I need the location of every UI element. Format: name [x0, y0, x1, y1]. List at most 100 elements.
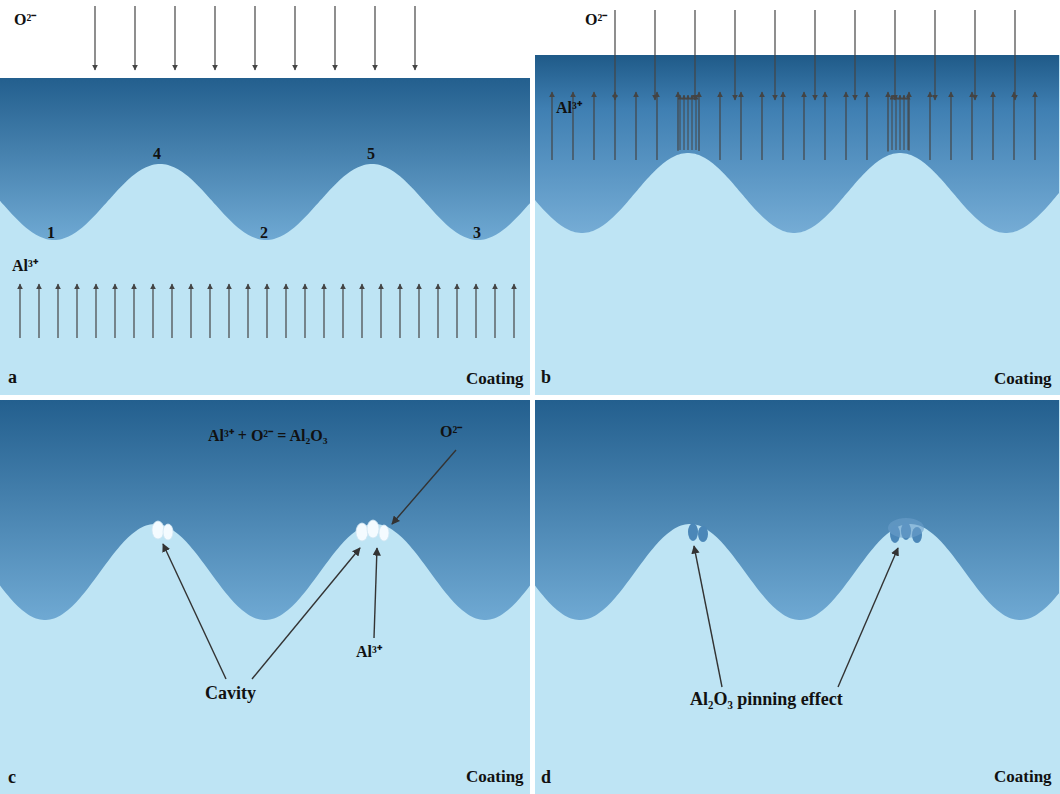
diffusion-arrow — [190, 284, 191, 338]
diffusion-arrow — [323, 284, 324, 338]
callout-number: 3 — [473, 225, 481, 241]
annotation: Cavity — [205, 684, 256, 702]
diffusion-arrow — [824, 92, 825, 160]
alumina-pin — [688, 523, 698, 541]
diffusion-arrow — [57, 284, 58, 338]
panel-letter: c — [8, 768, 16, 786]
diffusion-arrow — [294, 6, 295, 70]
diffusion-arrow — [551, 92, 552, 160]
diffusion-arrow — [696, 95, 697, 150]
diffusion-arrow — [214, 6, 215, 70]
diffusion-arrow — [285, 284, 286, 338]
oxide-layer — [0, 78, 530, 240]
diffusion-arrow — [209, 284, 210, 338]
layer-label: Coating — [466, 768, 524, 785]
diffusion-arrow — [94, 6, 95, 70]
diffusion-arrow — [929, 92, 930, 160]
diffusion-arrow — [814, 10, 815, 100]
diffusion-arrow — [677, 92, 678, 151]
diffusion-arrow — [887, 92, 888, 152]
coating-ground — [535, 55, 1060, 395]
diffusion-arrow — [734, 10, 735, 100]
callout-number: 1 — [47, 225, 55, 241]
diffusion-arrow — [656, 92, 657, 160]
diffusion-arrow — [228, 284, 229, 338]
diffusion-arrow — [334, 6, 335, 70]
diffusion-arrow — [247, 284, 248, 338]
diffusion-arrow — [114, 284, 115, 338]
alumina-pin — [888, 518, 924, 538]
diffusion-arrow — [380, 284, 381, 338]
oxide-layer — [0, 400, 530, 620]
cavity — [163, 524, 173, 540]
diffusion-arrow — [688, 95, 689, 150]
diffusion-arrow — [134, 6, 135, 70]
diffusion-arrow — [494, 284, 495, 338]
diffusion-arrow — [304, 284, 305, 338]
diffusion-arrow — [854, 10, 855, 100]
diffusion-arrow — [992, 92, 993, 160]
diffusion-arrow — [76, 284, 77, 338]
cavity — [379, 525, 389, 541]
diffusion-arrow — [684, 95, 685, 150]
diffusion-arrow — [342, 284, 343, 338]
diffusion-arrow — [593, 92, 594, 160]
diffusion-arrow — [635, 92, 636, 160]
diffusion-arrow — [1013, 92, 1014, 160]
diffusion-arrow — [866, 92, 867, 160]
layer-label: Coating — [994, 370, 1052, 387]
ion-label: Al³⁺ — [556, 100, 582, 116]
cavity — [356, 523, 368, 541]
diffusion-arrow — [174, 6, 175, 70]
diffusion-arrow — [252, 548, 360, 679]
ion-label: Al³⁺ — [356, 644, 382, 660]
coating-ground — [0, 78, 530, 395]
diffusion-arrow — [614, 10, 615, 100]
diffusion-arrow — [774, 10, 775, 100]
ion-label: O²⁻ — [440, 424, 462, 440]
coating-ground — [535, 400, 1060, 794]
diffusion-arrow — [1034, 92, 1035, 160]
diffusion-arrow — [19, 284, 20, 338]
diffusion-arrow — [694, 546, 722, 687]
diffusion-arrow — [414, 6, 415, 70]
diffusion-arrow — [904, 95, 905, 150]
cavity — [367, 520, 379, 538]
callout-number: 5 — [367, 146, 375, 162]
callout-number: 4 — [153, 146, 161, 162]
diffusion-arrow — [171, 284, 172, 338]
diffusion-arrow — [740, 92, 741, 160]
diffusion-arrow — [900, 95, 901, 150]
diffusion-arrow — [971, 92, 972, 160]
diffusion-arrow — [974, 10, 975, 100]
diffusion-arrow — [399, 284, 400, 338]
oxide-layer — [535, 55, 1059, 233]
layer-label: Coating — [466, 370, 524, 387]
diffusion-arrow — [934, 10, 935, 100]
diffusion-arrow — [654, 10, 655, 100]
diffusion-arrow — [163, 544, 226, 679]
ion-label: O²⁻ — [14, 12, 36, 28]
diffusion-arrow — [374, 6, 375, 70]
diffusion-arrow — [894, 10, 895, 100]
diffusion-arrow — [95, 284, 96, 338]
diffusion-arrow — [475, 284, 476, 338]
diffusion-arrow — [698, 92, 699, 151]
diffusion-arrow — [892, 95, 893, 150]
annotation: Al₂O₃ pinning effect — [690, 690, 843, 708]
ion-label: Al³⁺ — [12, 258, 38, 274]
diffusion-arrow — [38, 284, 39, 338]
diffusion-arrow — [437, 284, 438, 338]
equation: Al³⁺ + O²⁻ = Al₂O₃ — [208, 428, 327, 444]
diffusion-arrow — [614, 92, 615, 160]
diffusion-arrow — [456, 284, 457, 338]
diffusion-arrow — [254, 6, 255, 70]
callout-number: 2 — [260, 225, 268, 241]
diffusion-arrow — [803, 92, 804, 160]
diffusion-arrow — [896, 95, 897, 150]
diffusion-arrow — [152, 284, 153, 338]
alumina-pin — [698, 526, 708, 542]
diffusion-arrow — [1014, 10, 1015, 100]
